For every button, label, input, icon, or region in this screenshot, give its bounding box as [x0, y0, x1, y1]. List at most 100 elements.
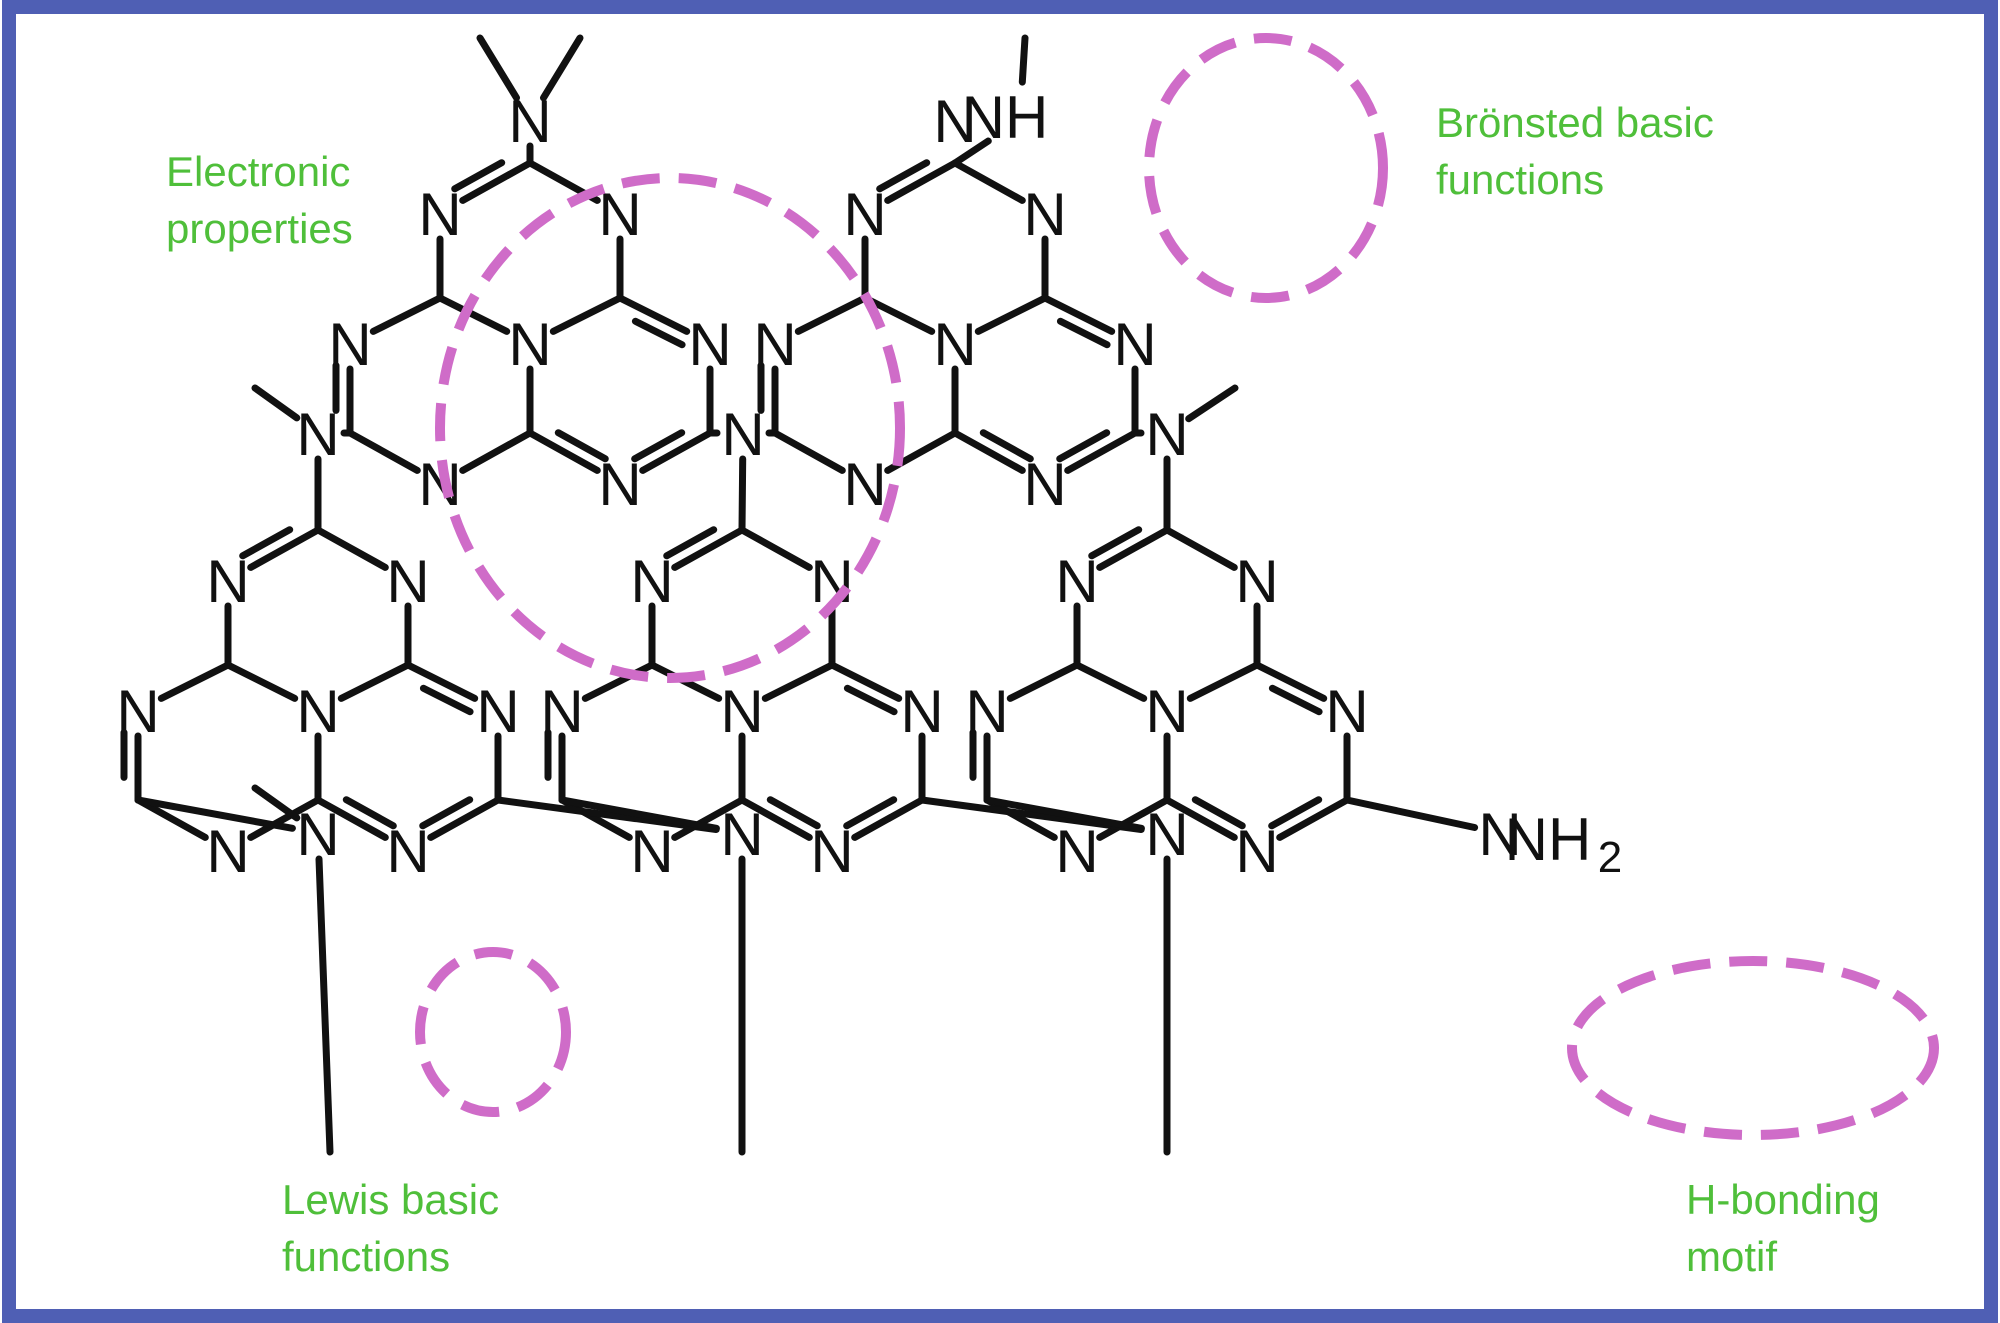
bond-line: [476, 34, 520, 102]
double-bond-line: [843, 796, 898, 830]
bond-line: [951, 137, 992, 167]
nitrogen-atom-label: N: [1055, 818, 1098, 885]
bond-line: [738, 526, 813, 571]
nitrogen-atom-label: N: [296, 401, 339, 468]
bond-line: [134, 796, 296, 832]
bond-line: [771, 429, 846, 474]
double-bond-line: [342, 796, 397, 830]
double-bond-line: [1056, 429, 1111, 463]
nitrogen-atom-label: N: [1113, 311, 1156, 378]
nitrogen-atom-label: N: [1055, 548, 1098, 615]
nitrogen-atom-label: N: [721, 401, 764, 468]
nitrogen-atom-label: N: [688, 311, 731, 378]
double-bond-line: [554, 429, 609, 463]
bond-line: [224, 661, 299, 702]
nitrogen-atom-label: N: [720, 801, 763, 868]
nitrogen-atom-label: N: [810, 818, 853, 885]
nitrogen-atom-label: N: [1478, 801, 1521, 868]
nitrogen-atom-label: N: [1145, 801, 1188, 868]
nitrogen-atom-label: N: [206, 818, 249, 885]
bond-line: [983, 796, 1058, 841]
nitrogen-atom-label: N: [1145, 401, 1188, 468]
nitrogen-atom-label: N: [1325, 678, 1368, 745]
bond-line: [671, 526, 746, 571]
bond-line: [251, 784, 301, 822]
bond-line: [1041, 294, 1116, 335]
nitrogen-atom-label: N: [418, 181, 461, 248]
double-bond-line: [631, 317, 686, 349]
bond-line: [851, 796, 926, 841]
double-bond-line: [631, 429, 686, 463]
bond-line: [314, 796, 389, 841]
nitrogen-atom-label: N: [843, 451, 886, 518]
bond-line: [1163, 796, 1238, 841]
nitrogen-atom-label: N: [598, 451, 641, 518]
nitrogen-atom-label: N: [900, 678, 943, 745]
bond-line: [315, 855, 334, 1156]
bond-line: [861, 294, 936, 335]
bond-line: [314, 526, 389, 571]
annotation-hbond-line2: motif: [1686, 1233, 1777, 1280]
annotation-hbond-line1: H-bonding: [1686, 1176, 1880, 1223]
highlight-ring-bronsted: [1144, 33, 1388, 303]
nitrogen-atom-label: N: [1023, 451, 1066, 518]
annotation-bronsted-line1: Brönsted basic: [1436, 99, 1714, 146]
double-bond-line: [1191, 796, 1246, 830]
bond-line: [1253, 661, 1328, 702]
double-bond-line: [1268, 796, 1323, 830]
bond-line: [951, 429, 1026, 474]
annotation-labels: Electronic properties Brönsted basic fun…: [166, 99, 1880, 1280]
nitrogen-atom-label: N: [630, 818, 673, 885]
bond-line: [639, 429, 714, 474]
bond-line: [1096, 796, 1171, 841]
nitrogen-atom-label: N: [843, 181, 886, 248]
nh2-group-label: NH: [1505, 806, 1592, 873]
bond-line: [1018, 34, 1029, 86]
highlight-ring-hbond: [1567, 956, 1939, 1140]
bond-line: [738, 796, 813, 841]
nitrogen-atom-label: N: [328, 311, 371, 378]
bond-line: [616, 294, 691, 335]
double-bond-line: [419, 796, 474, 830]
nitrogen-atom-label: N: [933, 88, 976, 155]
nitrogen-atom-label: N: [296, 678, 339, 745]
bond-line: [1163, 526, 1238, 571]
double-bond-line: [843, 684, 898, 716]
highlight-ring-lewis: [415, 947, 571, 1117]
annotation-electronic-line2: properties: [166, 205, 353, 252]
nitrogen-atom-label: N: [386, 818, 429, 885]
bond-line: [983, 796, 1145, 832]
double-bond-line: [766, 796, 821, 830]
nitrogen-atom-label: N: [508, 88, 551, 155]
nitrogen-atom-label: N: [1023, 181, 1066, 248]
nh2-subscript-label: 2: [1598, 833, 1622, 882]
bond-line: [1185, 384, 1239, 423]
nitrogen-atom-label: N: [206, 548, 249, 615]
annotation-lewis-line1: Lewis basic: [282, 1176, 499, 1223]
bond-line: [884, 159, 959, 204]
bond-line: [369, 294, 444, 335]
bond-line: [549, 294, 624, 335]
nitrogen-atom-label: N: [1145, 678, 1188, 745]
bond-line: [1276, 796, 1351, 841]
nitrogen-atom-label: N: [116, 678, 159, 745]
bond-line: [1343, 796, 1479, 831]
double-bond-line: [1268, 684, 1323, 716]
bond-line: [459, 159, 534, 204]
nitrogen-atom-label: N: [598, 181, 641, 248]
bond-line: [951, 159, 1026, 204]
bond-line: [247, 796, 322, 841]
nitrogen-atom-label: N: [296, 801, 339, 868]
bond-line: [427, 796, 502, 841]
nh-group-label: NH: [962, 84, 1049, 151]
annotation-lewis-line2: functions: [282, 1233, 450, 1280]
bond-line: [794, 294, 869, 335]
annotation-electronic-line1: Electronic: [166, 148, 350, 195]
bond-line: [251, 384, 301, 422]
bond-line: [157, 661, 232, 702]
double-bond-line: [876, 159, 931, 193]
double-bond-line: [1088, 526, 1143, 560]
nitrogen-atom-label: N: [508, 311, 551, 378]
